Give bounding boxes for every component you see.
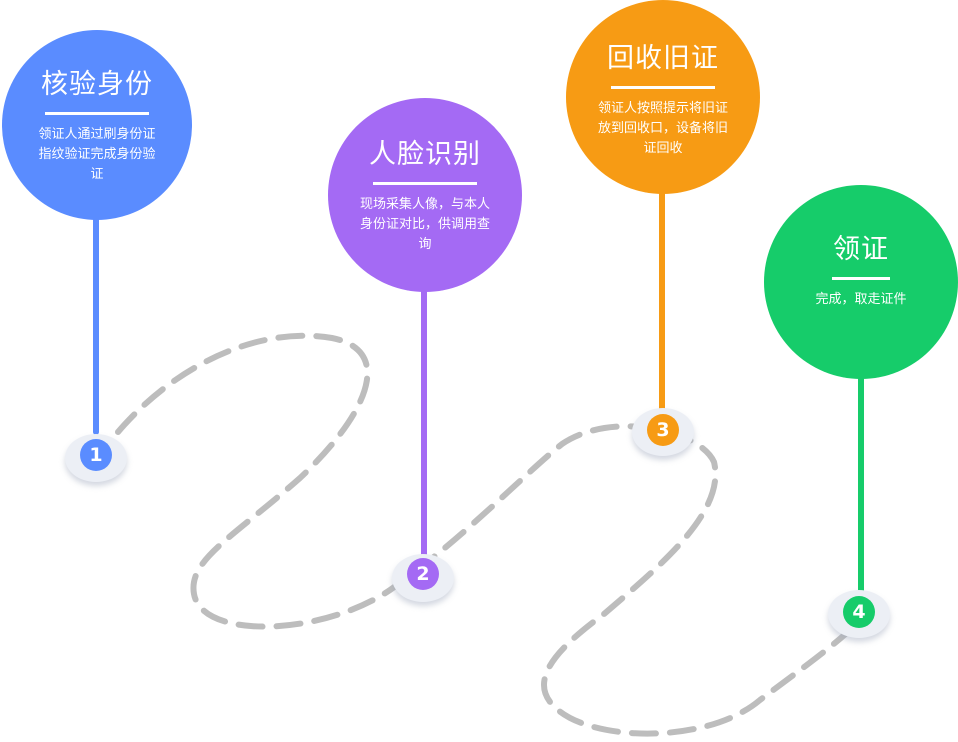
step-2-number: 2 — [407, 558, 439, 590]
step-4-bubble: 领证 完成，取走证件 — [764, 185, 958, 379]
step-4-title: 领证 — [833, 234, 889, 265]
step-3-underline — [611, 86, 715, 89]
step-1-stem — [93, 200, 99, 435]
step-2-title: 人脸识别 — [369, 139, 481, 170]
step-1-underline — [45, 112, 149, 115]
step-4-underline — [832, 277, 890, 280]
step-2-stem — [421, 270, 427, 560]
step-1-description: 领证人通过刷身份证指纹验证完成身份验证 — [38, 127, 156, 182]
step-4-stem — [858, 360, 864, 600]
step-3-stem — [659, 170, 665, 416]
step-3-number: 3 — [647, 414, 679, 446]
step-2-description: 现场采集人像，与本人身份证对比，供调用查询 — [359, 197, 490, 252]
step-3-title: 回收旧证 — [607, 43, 719, 74]
step-1-bubble: 核验身份 领证人通过刷身份证指纹验证完成身份验证 — [2, 30, 192, 220]
step-1-title: 核验身份 — [41, 69, 153, 100]
step-2-underline — [373, 182, 477, 185]
route-path — [115, 332, 853, 737]
step-3-description: 领证人按照提示将旧证放到回收口，设备将旧证回收 — [597, 101, 728, 156]
step-2-bubble: 人脸识别 现场采集人像，与本人身份证对比，供调用查询 — [328, 98, 522, 292]
step-3-bubble: 回收旧证 领证人按照提示将旧证放到回收口，设备将旧证回收 — [566, 0, 760, 194]
step-4-description: 完成，取走证件 — [815, 292, 907, 307]
step-1-number: 1 — [80, 439, 112, 471]
step-4-number: 4 — [843, 596, 875, 628]
